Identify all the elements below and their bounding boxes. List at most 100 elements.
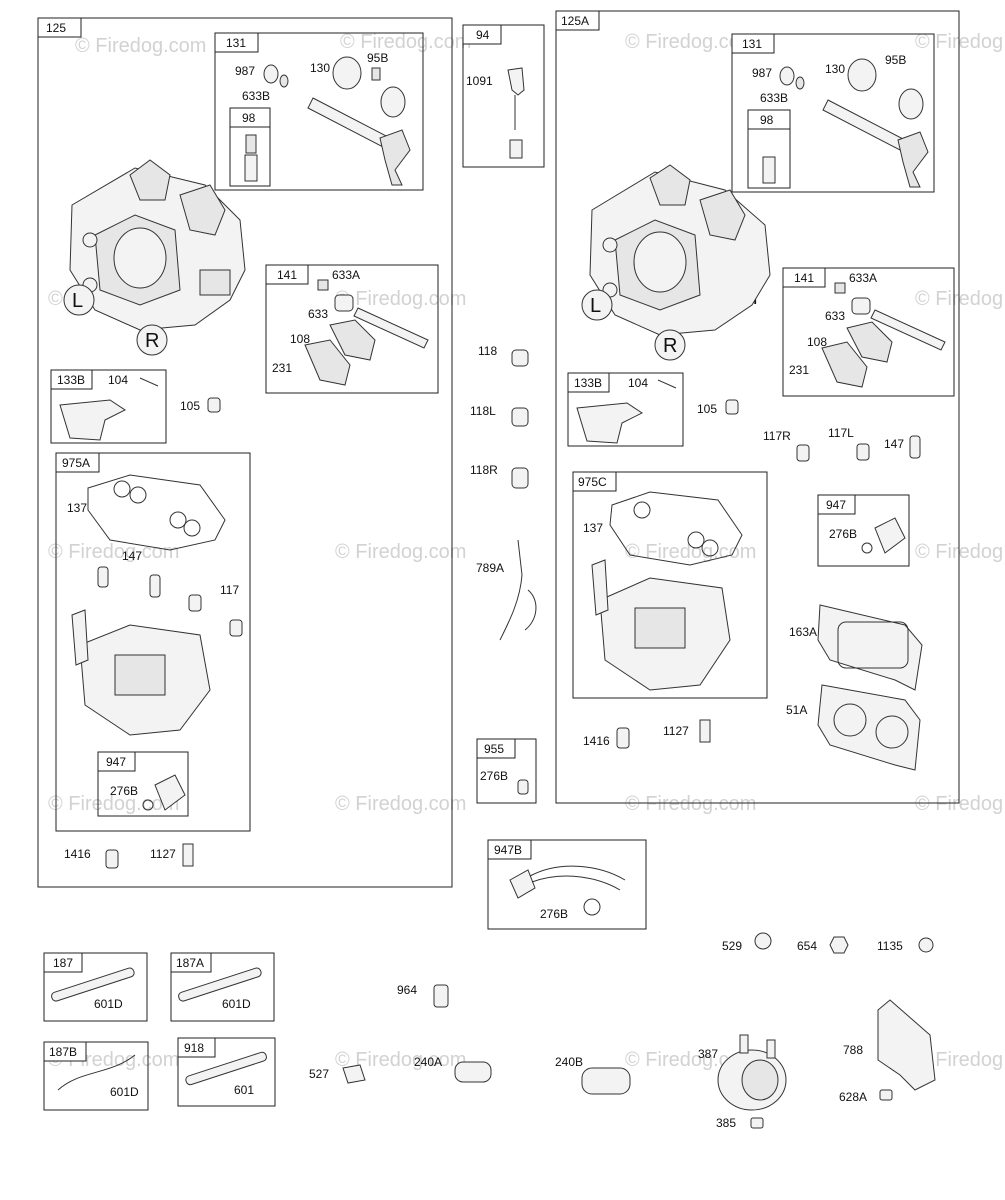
part-label-l231: 231 (272, 361, 292, 375)
part-label-r51a: 51A (786, 703, 807, 717)
part-label-r2: R (663, 335, 677, 357)
carburetor-body-left[interactable] (69, 159, 246, 331)
part-label-b947a: 947 (106, 755, 126, 769)
part-label-b125a: 125A (561, 14, 589, 28)
part-label-l276b955: 276B (480, 769, 508, 783)
callout-l-right: L (581, 289, 613, 321)
part-label-r276b: 276B (829, 527, 857, 541)
part-label-b131b: 131 (742, 37, 762, 51)
kit-187b[interactable]: 187B 601D (43, 1041, 149, 1111)
part-label-l118l: 118L (470, 404, 496, 418)
watermark: © Firedog.com (48, 541, 179, 563)
part-label-l633: 633 (308, 307, 328, 321)
part-label-b975c: 975C (578, 475, 607, 489)
kit-947b[interactable]: 947B 276B (487, 839, 647, 930)
part-label-b187b: 187B (49, 1045, 77, 1059)
part-label-b187a: 187A (176, 956, 204, 970)
part-label-l601d1: 601D (94, 997, 123, 1011)
watermark: © Firedog.com (915, 541, 1005, 563)
part-label-r147: 147 (884, 437, 904, 451)
part-label-b947b: 947 (826, 498, 846, 512)
part-label-l104: 104 (108, 373, 128, 387)
part-label-r108: 108 (807, 335, 827, 349)
part-label-l95b: 95B (367, 51, 388, 65)
kit-187[interactable]: 187 601D (43, 952, 148, 1022)
part-label-l118: 118 (478, 344, 497, 358)
part-label-l1416: 1416 (64, 847, 91, 861)
callout-r: R (136, 324, 168, 356)
part-label-l1127: 1127 (150, 847, 176, 861)
part-label-l137: 137 (67, 501, 87, 515)
part-label-l788: 788 (843, 1043, 863, 1057)
watermark: © Firedog.com (75, 35, 206, 57)
part-label-b98: 98 (242, 111, 256, 125)
kit-918[interactable]: 918 601 (177, 1037, 276, 1107)
kit-947-right[interactable]: 947 276B (817, 494, 910, 567)
kit-133b[interactable]: 133B 104 (50, 369, 167, 444)
part-label-l276b: 276B (110, 784, 138, 798)
part-label-l633b: 633B (242, 89, 270, 103)
part-label-r137: 137 (583, 521, 603, 535)
kit-125a[interactable]: 125A (555, 10, 960, 804)
kit-975a[interactable]: 975A 137 147 117 947 276B (55, 452, 251, 832)
part-label-l147: 147 (122, 549, 142, 563)
part-label-l789a: 789A (476, 561, 504, 575)
part-label-r163a: 163A (789, 625, 817, 639)
part-label-r105: 105 (697, 402, 717, 416)
part-label-l987: 987 (235, 64, 255, 78)
part-label-b955: 955 (484, 742, 504, 756)
part-label-b133bb: 133B (574, 376, 602, 390)
part-label-l240a: 240A (414, 1055, 442, 1069)
part-label-l1091: 1091 (466, 74, 493, 88)
part-label-r95b: 95B (885, 53, 906, 67)
carburetor-body-right[interactable] (589, 164, 771, 336)
part-label-l387: 387 (698, 1047, 718, 1061)
kit-141[interactable]: 141 633A 633 108 231 (265, 264, 439, 394)
watermark: © Firedog.com (915, 793, 1005, 815)
watermark: © Firedog.com (625, 31, 756, 53)
part-label-l2: L (590, 295, 601, 317)
part-label-b133b: 133B (57, 373, 85, 387)
callout-l: L (63, 284, 95, 316)
kit-133b-right[interactable]: 133B 104 (567, 372, 684, 447)
watermark: © Firedog.com (340, 31, 471, 53)
part-label-l601: 601 (234, 1083, 254, 1097)
kit-125[interactable]: 125 (37, 17, 453, 888)
part-label-l628a: 628A (839, 1090, 867, 1104)
watermark: © Firedog.com (335, 1049, 466, 1071)
part-label-r117r: 117R (763, 429, 791, 443)
part-label-r130: 130 (825, 62, 845, 76)
part-label-b98b: 98 (760, 113, 774, 127)
part-label-l: L (72, 290, 83, 312)
part-label-b918: 918 (184, 1041, 204, 1055)
kit-131[interactable]: 131 98 987 633B 130 95B (214, 32, 424, 191)
kit-955[interactable]: 955 276B (476, 738, 537, 804)
part-label-r231: 231 (789, 363, 809, 377)
part-label-l633a: 633A (332, 268, 360, 282)
kit-131-right[interactable]: 131 98 987 633B 130 95B (731, 33, 935, 193)
kit-187a[interactable]: 187A 601D (170, 952, 275, 1022)
kit-125-label: 125 (46, 21, 66, 35)
watermark: © Firedog.com (335, 541, 466, 563)
part-label-r1416: 1416 (583, 734, 610, 748)
part-label-r633a: 633A (849, 271, 877, 285)
kit-975c[interactable]: 975C 137 (572, 471, 768, 699)
part-label-b975a: 975A (62, 456, 90, 470)
part-label-l240b: 240B (555, 1055, 583, 1069)
fuel-pump-387[interactable] (717, 1034, 787, 1111)
part-label-l654: 654 (797, 939, 817, 953)
watermark: © Firedog.com (915, 31, 1005, 53)
part-label-l964: 964 (397, 983, 417, 997)
part-label-r117l: 117L (828, 426, 854, 440)
part-label-r1127: 1127 (663, 724, 689, 738)
part-label-r: R (145, 330, 159, 352)
watermark: © Firedog.com (335, 288, 466, 310)
part-label-l108: 108 (290, 332, 310, 346)
part-label-l117: 117 (220, 583, 239, 597)
kit-94[interactable]: 94 1091 (462, 24, 545, 168)
part-label-l385: 385 (716, 1116, 736, 1130)
watermark: © Firedog.com (915, 1049, 1005, 1071)
part-label-b94: 94 (476, 28, 490, 42)
part-label-l105: 105 (180, 399, 200, 413)
kit-141-right[interactable]: 141 633A 633 108 231 (782, 267, 955, 397)
